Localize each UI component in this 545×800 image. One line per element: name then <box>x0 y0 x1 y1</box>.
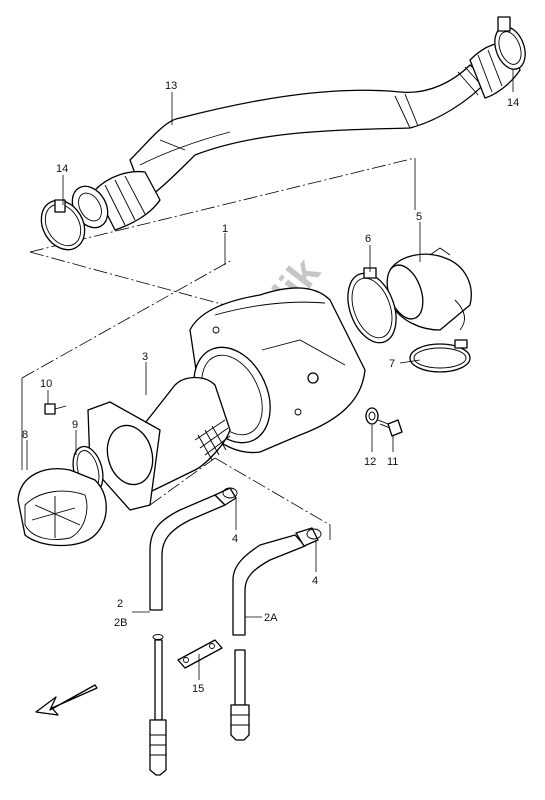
leader-lines <box>26 70 514 680</box>
callout-14b: 14 <box>507 97 519 109</box>
outlet-boot <box>386 247 472 331</box>
clamp-band <box>409 339 471 373</box>
callout-3: 3 <box>142 351 148 363</box>
callout-1: 1 <box>222 223 228 235</box>
screw-ten <box>44 403 67 415</box>
drain-hose-left <box>149 487 238 776</box>
callout-12: 12 <box>364 456 376 468</box>
callout-2: 2 <box>117 598 123 610</box>
callout-8: 8 <box>22 429 28 441</box>
drain-hose-right <box>230 527 322 741</box>
collar-twelve <box>365 407 379 425</box>
clamp-right <box>494 16 526 70</box>
callout-2a: 2A <box>264 612 278 624</box>
assembly-frame-lines <box>21 157 416 540</box>
filter-element <box>87 376 231 511</box>
callout-10: 10 <box>40 378 52 390</box>
callout-15: 15 <box>192 683 204 695</box>
clamp-left <box>40 199 86 251</box>
callout-4a: 4 <box>232 533 238 545</box>
callout-6: 6 <box>365 233 371 245</box>
callout-11: 11 <box>387 456 398 468</box>
callout-labels: 1 2 2B 2A 3 4 4 5 6 7 8 9 10 11 12 13 14… <box>22 80 519 695</box>
inlet-cap <box>17 468 107 547</box>
callout-13: 13 <box>165 80 177 92</box>
air-cleaner-case <box>189 287 366 454</box>
callout-2b: 2B <box>114 617 127 629</box>
front-arrow-icon <box>35 684 98 716</box>
callout-14a: 14 <box>56 163 68 175</box>
bolt-eleven <box>377 419 403 437</box>
callout-9: 9 <box>72 419 78 431</box>
callout-7: 7 <box>389 358 395 370</box>
callout-5: 5 <box>416 211 422 223</box>
clip-fifteen <box>177 639 223 669</box>
callout-4b: 4 <box>312 575 318 587</box>
intake-duct <box>71 42 521 231</box>
